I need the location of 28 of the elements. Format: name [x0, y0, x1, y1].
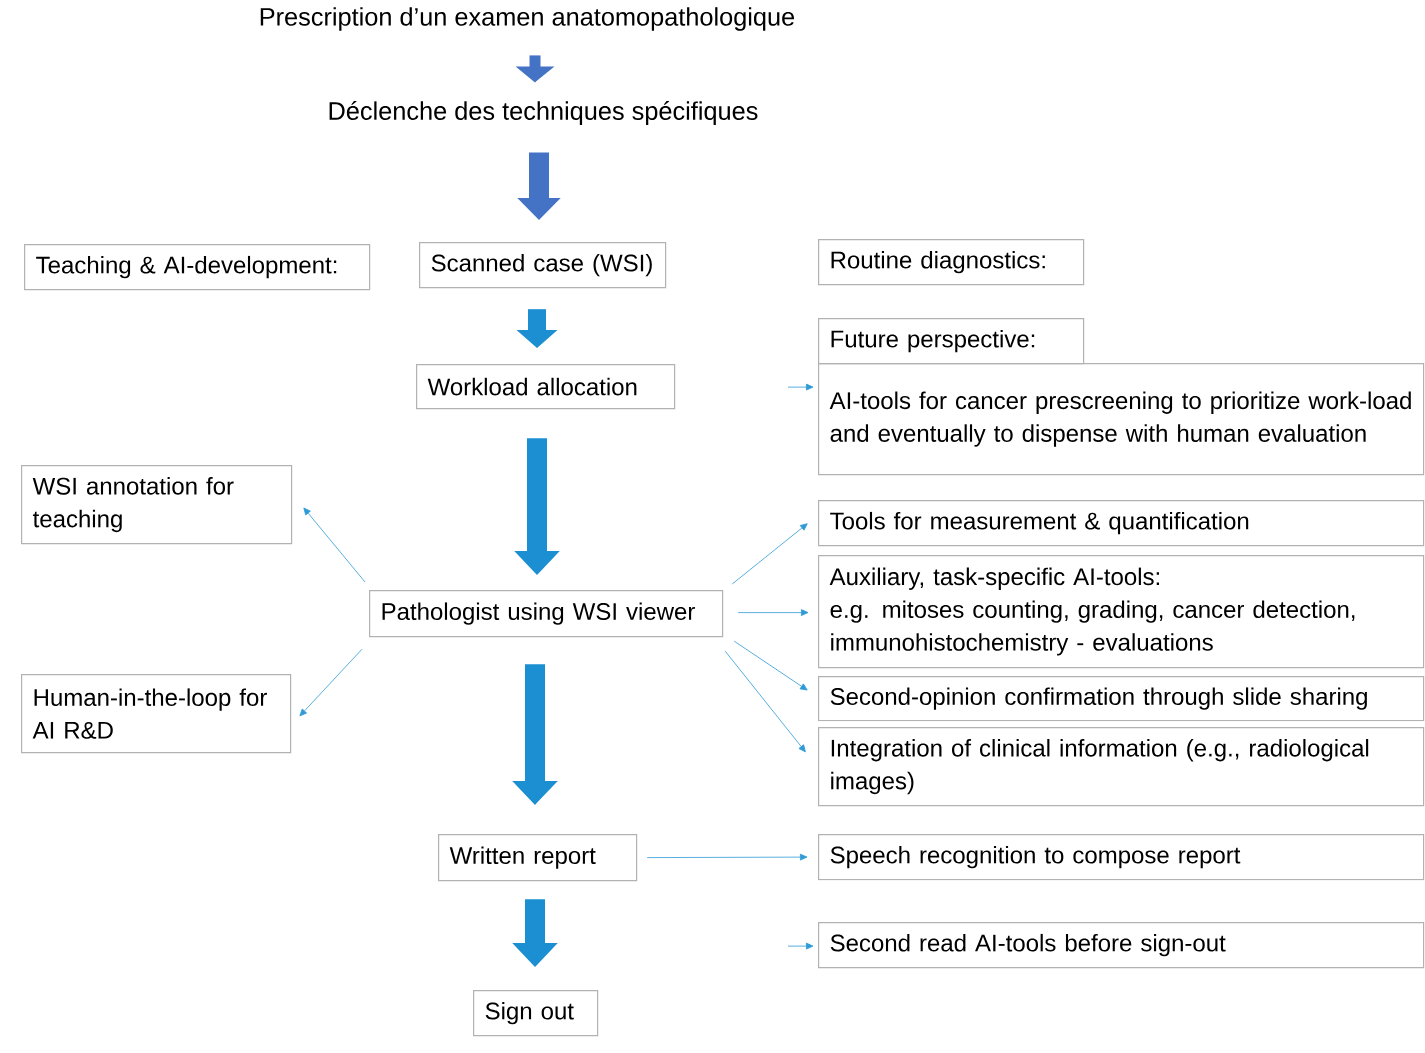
- arrow: [787, 383, 814, 391]
- arrow: [737, 609, 809, 616]
- arrow: [724, 650, 806, 753]
- process-box: Written report: [438, 834, 638, 882]
- process-box: Future perspective:: [818, 318, 1085, 365]
- process-box: Sign out: [473, 990, 599, 1037]
- arrow: [733, 640, 808, 691]
- process-box: Auxiliary, task-specific AI-tools: e.g. mitoses counting, grading, cancer detection, immunohistochemistry - evaluations: [818, 555, 1425, 669]
- arrow: [787, 942, 814, 950]
- arrow: [299, 648, 363, 717]
- process-box: Teaching & AI-development:: [24, 244, 371, 291]
- process-box: Second read AI-tools before sign-out: [818, 922, 1425, 969]
- process-box: Routine diagnostics:: [818, 239, 1085, 286]
- process-box: Speech recognition to compose report: [818, 834, 1425, 881]
- process-box: AI-tools for cancer prescreening to prioritize work-load and eventually to dispense with human evaluation: [818, 363, 1425, 476]
- process-box: Human-in-the-loop for AI R&D: [21, 674, 292, 754]
- arrow: [646, 853, 808, 861]
- arrow: [303, 507, 366, 583]
- flow-text: Déclenche des techniques spécifiques: [329, 101, 758, 125]
- process-box: Second-opinion confirmation through slide sharing: [818, 676, 1425, 722]
- arrow: [731, 523, 808, 585]
- process-box: Integration of clinical information (e.g., radiological images): [818, 727, 1425, 807]
- flow-text: Prescription d’un examen anatomopathologique: [260, 7, 795, 31]
- process-box: WSI annotation for teaching: [21, 465, 293, 545]
- process-box: Workload allocation: [416, 364, 676, 410]
- process-box: Scanned case (WSI): [419, 242, 667, 289]
- process-box: Tools for measurement & quantification: [818, 500, 1425, 547]
- process-box: Pathologist using WSI viewer: [369, 590, 724, 638]
